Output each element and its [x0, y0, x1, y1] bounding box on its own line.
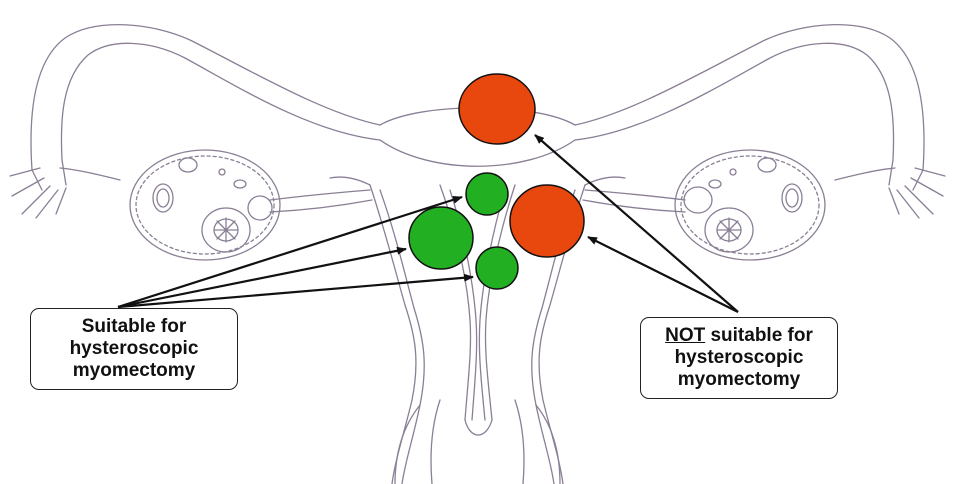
fibroid-suitable-large	[409, 207, 473, 269]
fibroid-not-suitable-intramural	[510, 185, 584, 257]
fibroid-not-suitable-fundal	[459, 74, 535, 144]
left-fallopian-tube	[10, 25, 380, 218]
suitable-label-line3: myomectomy	[31, 360, 237, 382]
suitable-label-line1: Suitable for	[31, 316, 237, 338]
suitable-label-box: Suitable for hysteroscopic myomectomy	[30, 308, 238, 390]
fibroid-suitable-upper	[466, 173, 508, 215]
uterus-outline	[330, 108, 625, 484]
suitable-label-line2: hysteroscopic	[31, 338, 237, 360]
fibroids	[409, 74, 584, 289]
arrow-suitable-large	[118, 249, 406, 307]
arrow-suitable-lower	[118, 277, 473, 307]
not-suitable-label-line1-rest: suitable for	[705, 325, 813, 346]
fibroid-suitable-lower	[476, 247, 518, 289]
not-suitable-label-line1: NOT suitable for	[641, 325, 837, 347]
right-ovary	[675, 150, 825, 260]
not-suitable-label-box: NOT suitable for hysteroscopic myomectom…	[640, 317, 838, 399]
not-suitable-label-line2: hysteroscopic	[641, 347, 837, 369]
right-fallopian-tube	[575, 25, 945, 218]
not-suitable-label-line3: myomectomy	[641, 369, 837, 391]
arrow-suitable-upper	[118, 197, 462, 307]
not-emphasis: NOT	[665, 325, 705, 346]
left-ovary	[130, 150, 280, 260]
